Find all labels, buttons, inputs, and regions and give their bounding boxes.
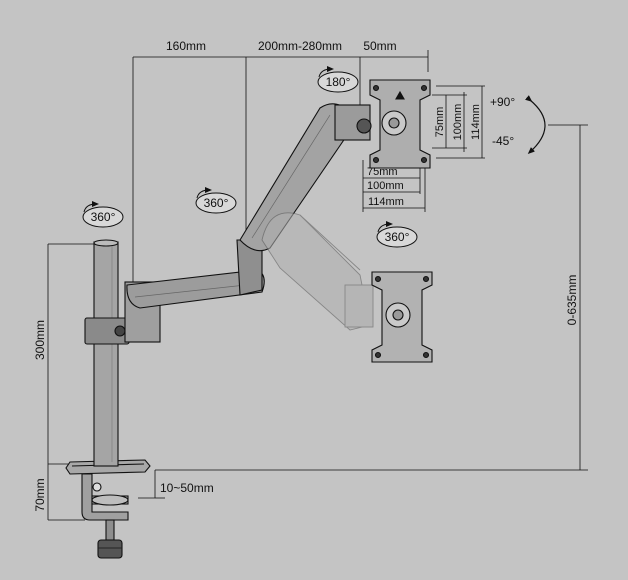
ghost-arm [261, 212, 374, 331]
dimension-lines [47, 50, 588, 521]
pole-height-label: 300mm [33, 320, 47, 360]
pole-rotation-label: 360° [91, 210, 116, 224]
vesa-v114-label: 114mm [470, 104, 482, 140]
arm-lower-reach-label: 160mm [166, 39, 206, 53]
vesa-plate-top [369, 79, 431, 169]
upper-arm [239, 103, 372, 252]
tilt-up-label: +90° [490, 95, 515, 109]
rotation-badge-head: 180° [317, 66, 359, 93]
head-swivel-label: 180° [326, 75, 351, 89]
pole [84, 239, 161, 467]
vesa-v75-label: 75mm [434, 107, 446, 138]
vesa-h114-label: 114mm [368, 196, 404, 208]
desk-thickness-label: 10~50mm [160, 481, 214, 495]
tilt-arrow [525, 95, 546, 155]
vesa-h75-label: 75mm [367, 166, 398, 178]
rotation-badge-pole: 360° [82, 201, 124, 228]
tilt-offset-label: 50mm [363, 39, 396, 53]
arm-upper-reach-label: 200mm-280mm [258, 39, 342, 53]
rotation-badge-plate: 360° [376, 221, 418, 248]
height-adjust-label: 0-635mm [565, 275, 579, 326]
vesa-plate-bottom [371, 271, 433, 363]
clamp-height-label: 70mm [33, 478, 47, 511]
vesa-v100-label: 100mm [452, 104, 464, 141]
tilt-down-label: -45° [492, 134, 514, 148]
elbow-rotation-label: 360° [204, 196, 229, 210]
desk-clamp [65, 459, 151, 559]
vesa-h100-label: 100mm [367, 180, 404, 192]
rotation-badge-elbow: 360° [195, 187, 237, 214]
plate-rotation-label: 360° [385, 230, 410, 244]
lower-arm [126, 239, 265, 309]
